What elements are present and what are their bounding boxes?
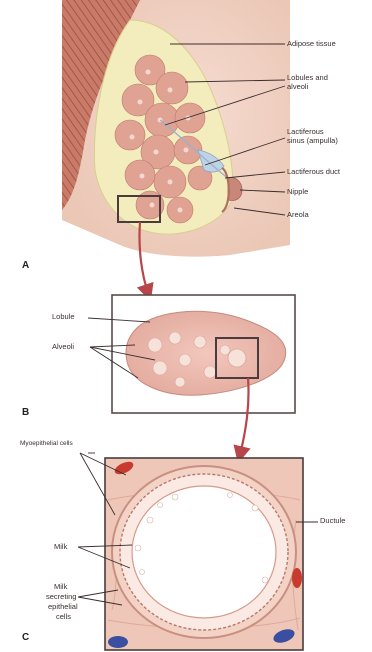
label-adipose-tissue: Adipose tissue <box>287 40 336 48</box>
label-sinus-line2: sinus (ampulla) <box>287 137 338 145</box>
label-lactiferous-duct: Lactiferous duct <box>287 168 340 176</box>
panel-letter-a: A <box>22 260 29 271</box>
label-secreting-line4: cells <box>56 613 71 621</box>
panel-b-lobule <box>88 295 295 413</box>
label-secreting-line2: secreting <box>46 593 76 601</box>
label-milk: Milk <box>54 543 67 551</box>
label-areola: Areola <box>287 211 309 219</box>
label-alveoli: Alveoli <box>52 343 74 351</box>
red-blood-cell-right <box>292 568 302 588</box>
highlighted-alveolus <box>228 349 246 367</box>
label-lobules-line1: Lobules and <box>287 74 328 82</box>
panel-a-breast-section <box>62 0 290 257</box>
label-myoepithelial-cells: Myoepithelial cells <box>20 441 73 448</box>
label-lobules-line2: alveoli <box>287 83 308 91</box>
label-secreting-line1: Milk <box>54 583 67 591</box>
label-ductule: Ductule <box>320 517 345 525</box>
panel-letter-c: C <box>22 632 29 643</box>
label-lobule: Lobule <box>52 313 75 321</box>
panel-letter-b: B <box>22 407 29 418</box>
panel-c-alveolus-section <box>78 453 318 650</box>
blue-cell-left <box>108 636 128 648</box>
label-nipple: Nipple <box>287 188 308 196</box>
label-secreting-line3: epithelial <box>48 603 78 611</box>
label-sinus-line1: Lactiferous <box>287 128 324 136</box>
